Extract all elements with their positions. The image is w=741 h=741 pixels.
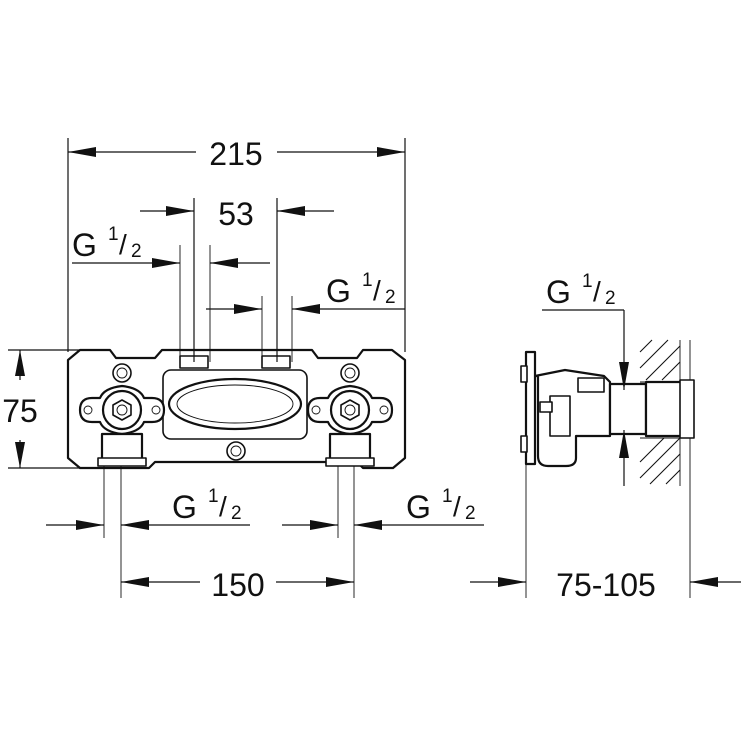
svg-text:/: /	[219, 491, 227, 522]
dim-center-width: 53	[218, 196, 254, 232]
dim-height: 75	[2, 393, 38, 429]
svg-text:/: /	[373, 275, 381, 306]
thread-label-bottom-right: G 1 / 2	[406, 486, 476, 525]
svg-text:1: 1	[582, 271, 593, 292]
bottom-hole	[226, 441, 246, 461]
svg-text:/: /	[593, 276, 601, 307]
svg-text:2: 2	[131, 241, 142, 262]
dimension-lines-side	[470, 309, 741, 598]
svg-text:G: G	[326, 273, 351, 309]
dim-overall-width: 215	[209, 136, 262, 172]
center-oval	[167, 377, 303, 431]
svg-text:1: 1	[442, 486, 453, 507]
side-view	[520, 339, 695, 486]
svg-text:/: /	[119, 229, 127, 260]
thread-label-top-right: G 1 / 2	[326, 270, 396, 309]
svg-text:2: 2	[605, 288, 616, 309]
thread-label-bottom-left: G 1 / 2	[172, 486, 242, 525]
svg-text:G: G	[72, 227, 97, 263]
left-valve	[78, 384, 166, 467]
top-hole-right	[340, 363, 360, 383]
thread-label-top-left: G 1 / 2	[72, 224, 142, 263]
front-view	[66, 348, 407, 470]
dim-pipe-spacing: 150	[211, 567, 264, 603]
svg-text:1: 1	[208, 486, 219, 507]
thread-label-side: G 1 / 2	[546, 271, 616, 310]
top-hole-left	[112, 363, 132, 383]
svg-text:/: /	[453, 491, 461, 522]
dim-depth: 75-105	[556, 567, 656, 603]
svg-text:G: G	[172, 489, 197, 525]
svg-text:1: 1	[362, 270, 373, 291]
svg-text:G: G	[406, 489, 431, 525]
svg-text:1: 1	[108, 224, 119, 245]
svg-text:2: 2	[231, 503, 242, 524]
right-valve	[306, 384, 394, 467]
svg-text:G: G	[546, 274, 571, 310]
svg-text:2: 2	[385, 287, 396, 308]
dimension-lines-front	[8, 138, 484, 598]
svg-text:2: 2	[465, 503, 476, 524]
